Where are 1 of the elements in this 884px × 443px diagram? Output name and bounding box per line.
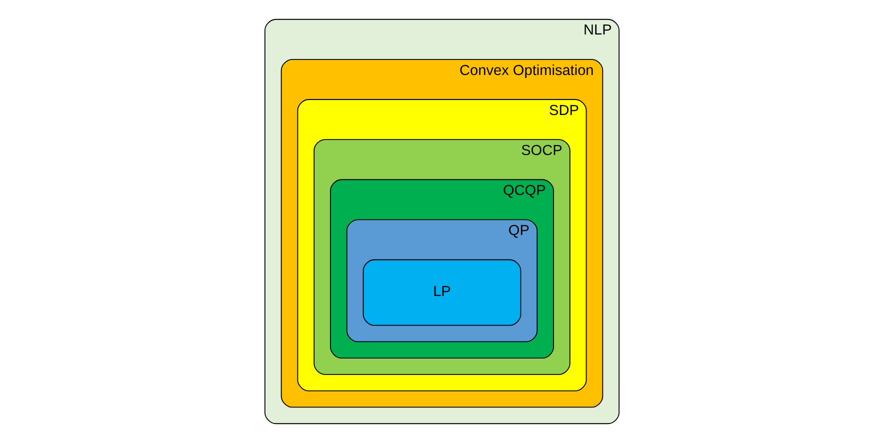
node-box: LP bbox=[362, 259, 522, 326]
